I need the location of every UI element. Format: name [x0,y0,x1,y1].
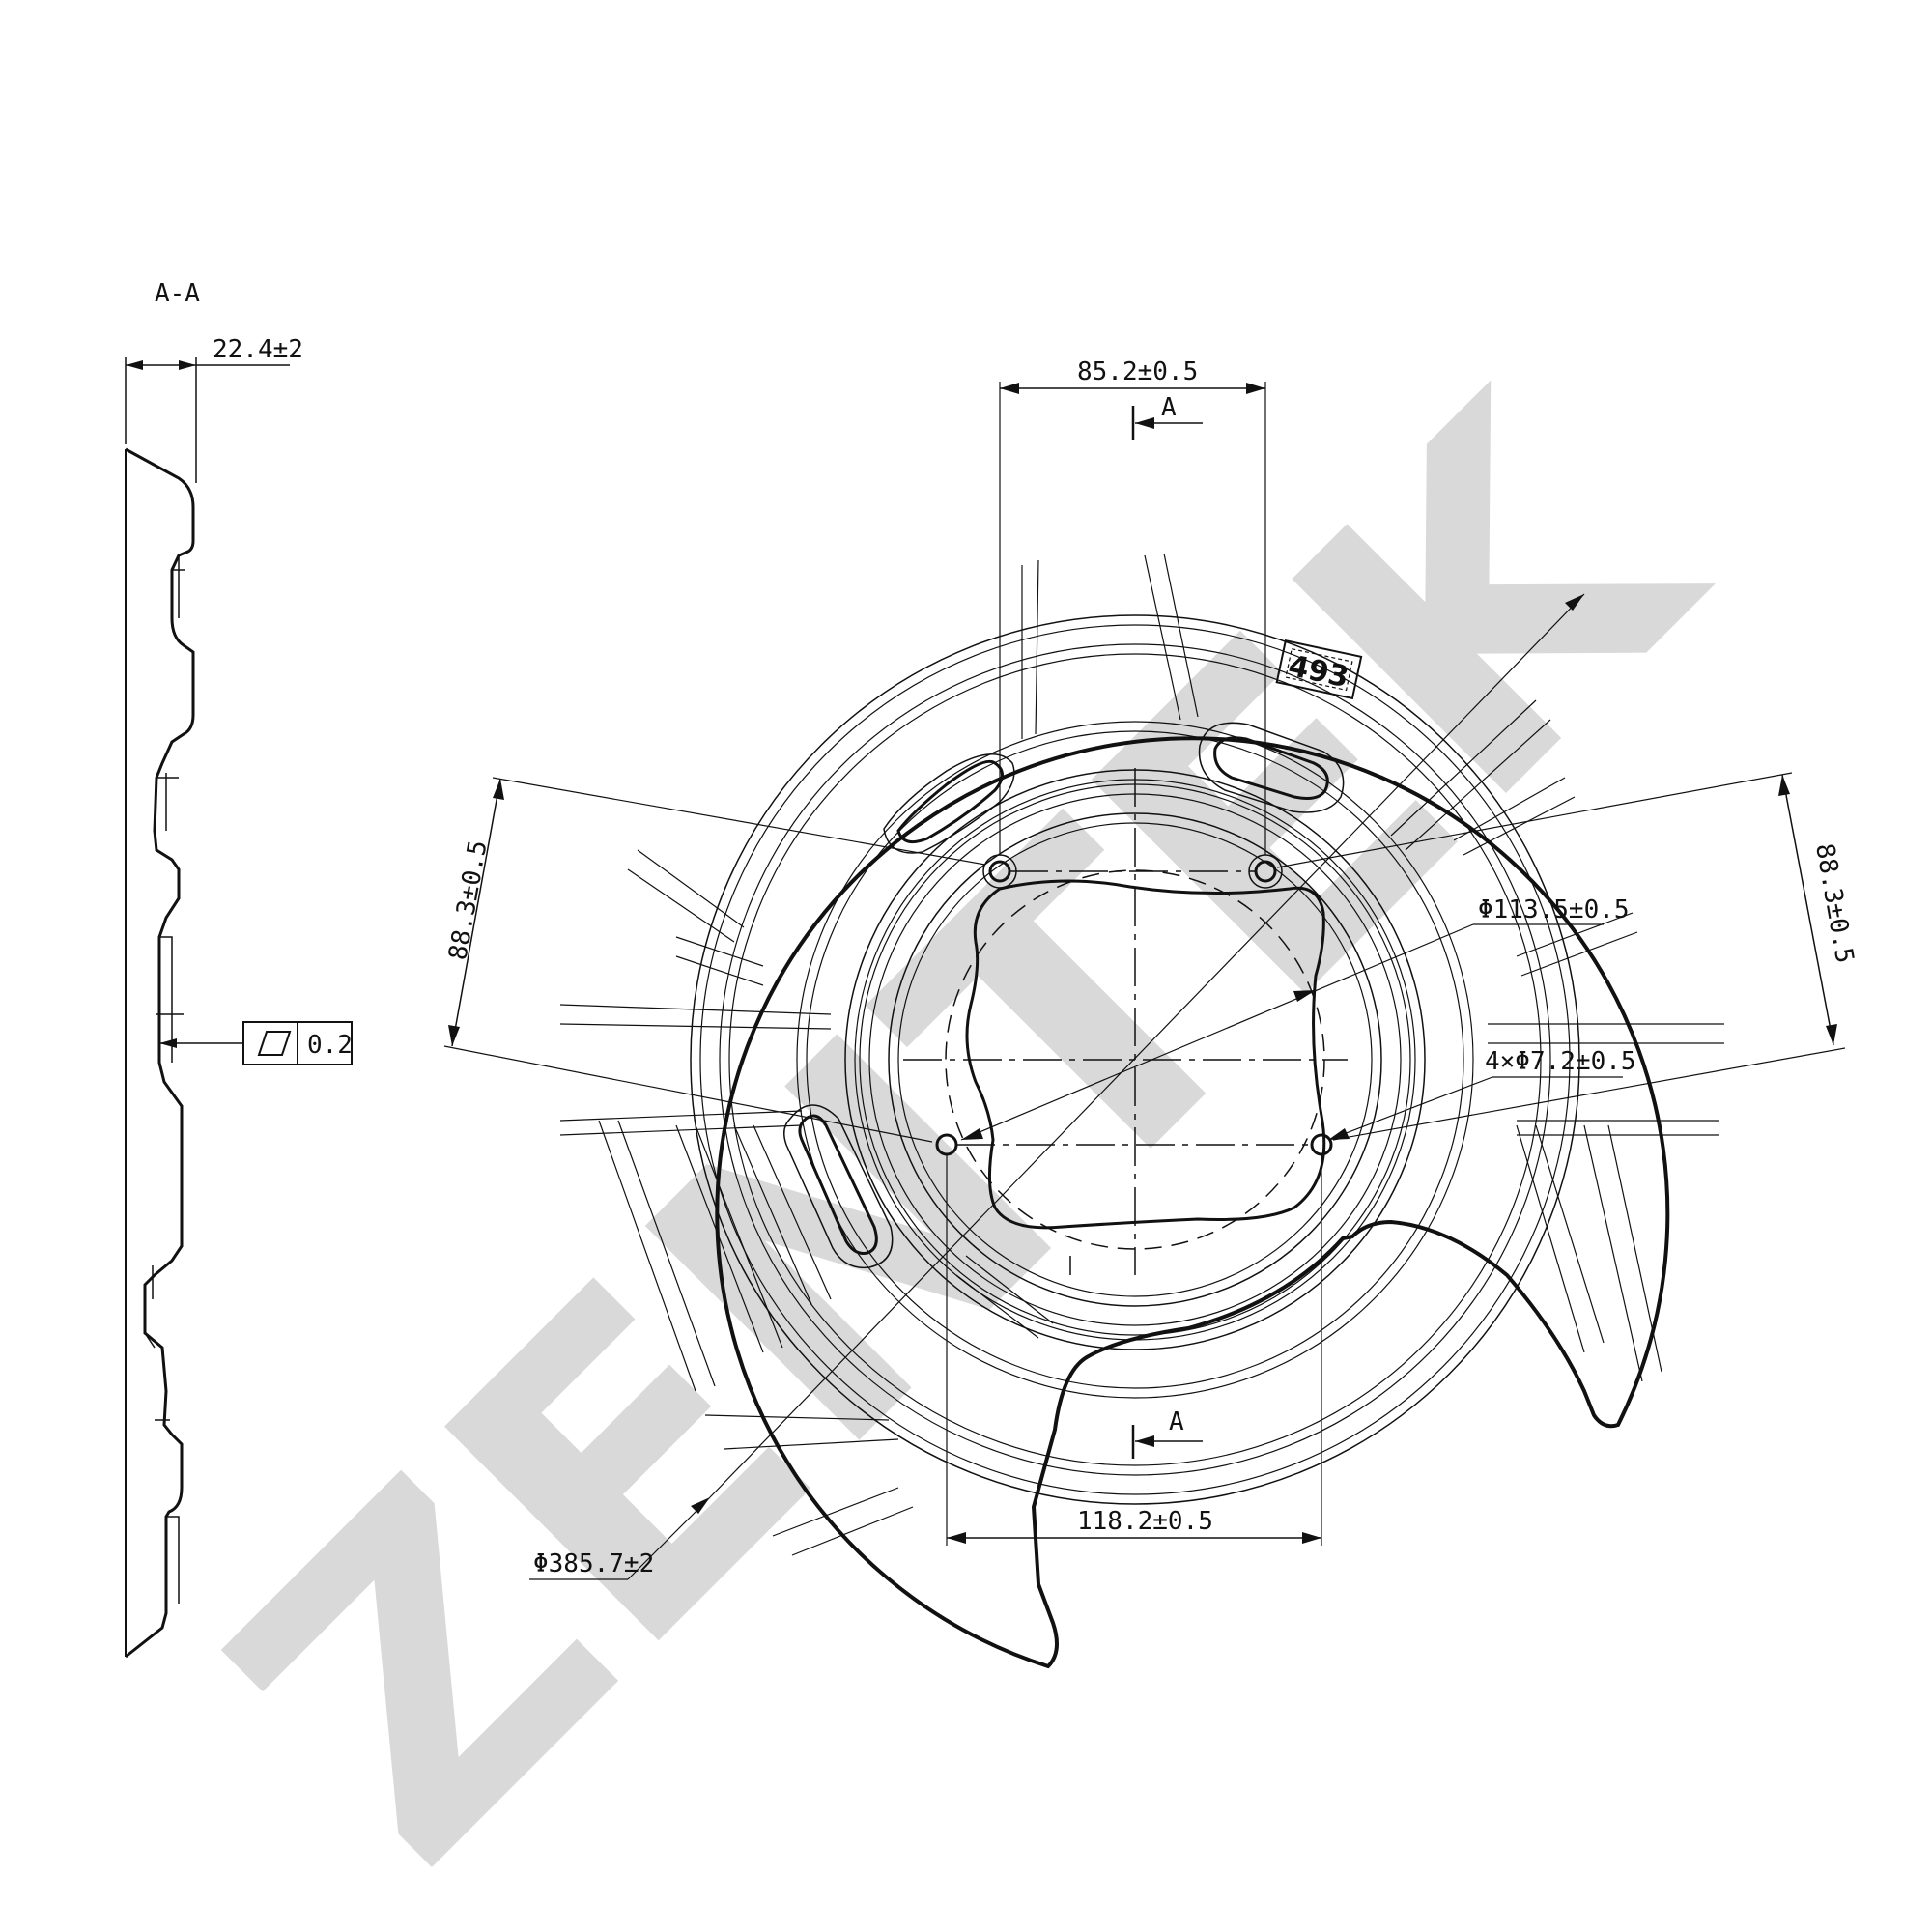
section-view: A-A 22.4±2 0.2 [125,279,353,1659]
thickness-dim: 22.4±2 [213,335,303,364]
section-mark-bottom: A [1169,1407,1184,1436]
dim-bolt-circle: Φ113.5±0.5 [1478,895,1630,924]
center-opening [965,879,1326,1230]
dim-outer-diameter: Φ385.7±2 [533,1549,654,1578]
dim-left-hole-spacing: 88.3±0.5 [443,838,493,963]
flatness-symbol-icon [257,1031,292,1056]
dim-bottom-hole-spacing: 118.2±0.5 [1077,1507,1213,1536]
slot-top-left [896,759,1004,844]
section-label: A-A [155,279,200,308]
dim-holes: 4×Φ7.2±0.5 [1485,1047,1636,1076]
slot-left [798,1114,878,1255]
dim-right-hole-spacing: 88.3±0.5 [1809,841,1859,966]
outer-contour [715,736,1670,1669]
section-mark-top: A [1161,393,1177,422]
slot-top-right [1213,736,1329,800]
bolt-hole [1310,1133,1333,1156]
flatness-value: 0.2 [307,1031,353,1060]
dim-top-hole-spacing: 85.2±0.5 [1077,357,1198,386]
